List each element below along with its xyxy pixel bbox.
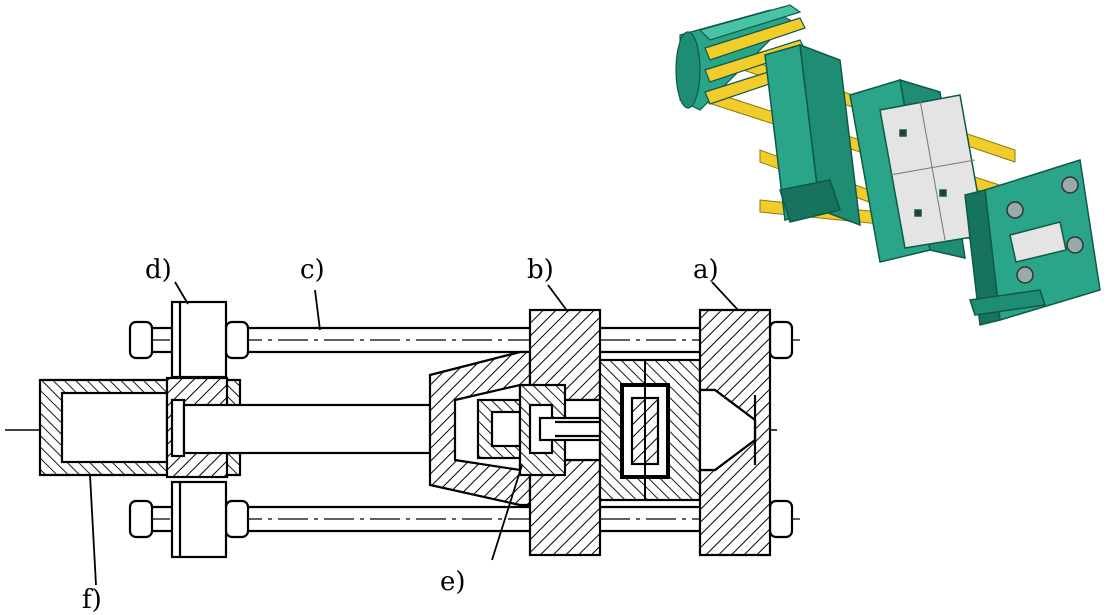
piston-rod	[182, 403, 446, 455]
label-b: b)	[527, 255, 554, 285]
rear-platen-d	[170, 300, 228, 559]
fixed-platen-a	[698, 308, 772, 557]
label-f: f)	[82, 585, 102, 615]
tie-bar-lower	[140, 505, 800, 533]
label-c: c)	[300, 255, 325, 285]
moving-platen-3d	[849, 78, 986, 263]
leader-lines	[89, 281, 739, 586]
label-d: d)	[145, 255, 172, 285]
label-e: e)	[440, 567, 466, 597]
ram-housing	[428, 350, 532, 507]
section-drawing	[5, 281, 800, 586]
hydraulic-cylinders-3d	[675, 4, 806, 111]
label-a: a)	[693, 255, 719, 285]
tie-bar-nuts-left	[128, 320, 250, 539]
tie-bar-upper	[140, 326, 800, 354]
part-labels: d) c) b) a) e) f)	[82, 255, 719, 615]
mold	[598, 358, 702, 502]
rear-platen-3d	[764, 43, 861, 227]
fixed-platen-3d	[964, 159, 1101, 326]
injection-clamping-unit-3d-icon	[675, 4, 1101, 326]
